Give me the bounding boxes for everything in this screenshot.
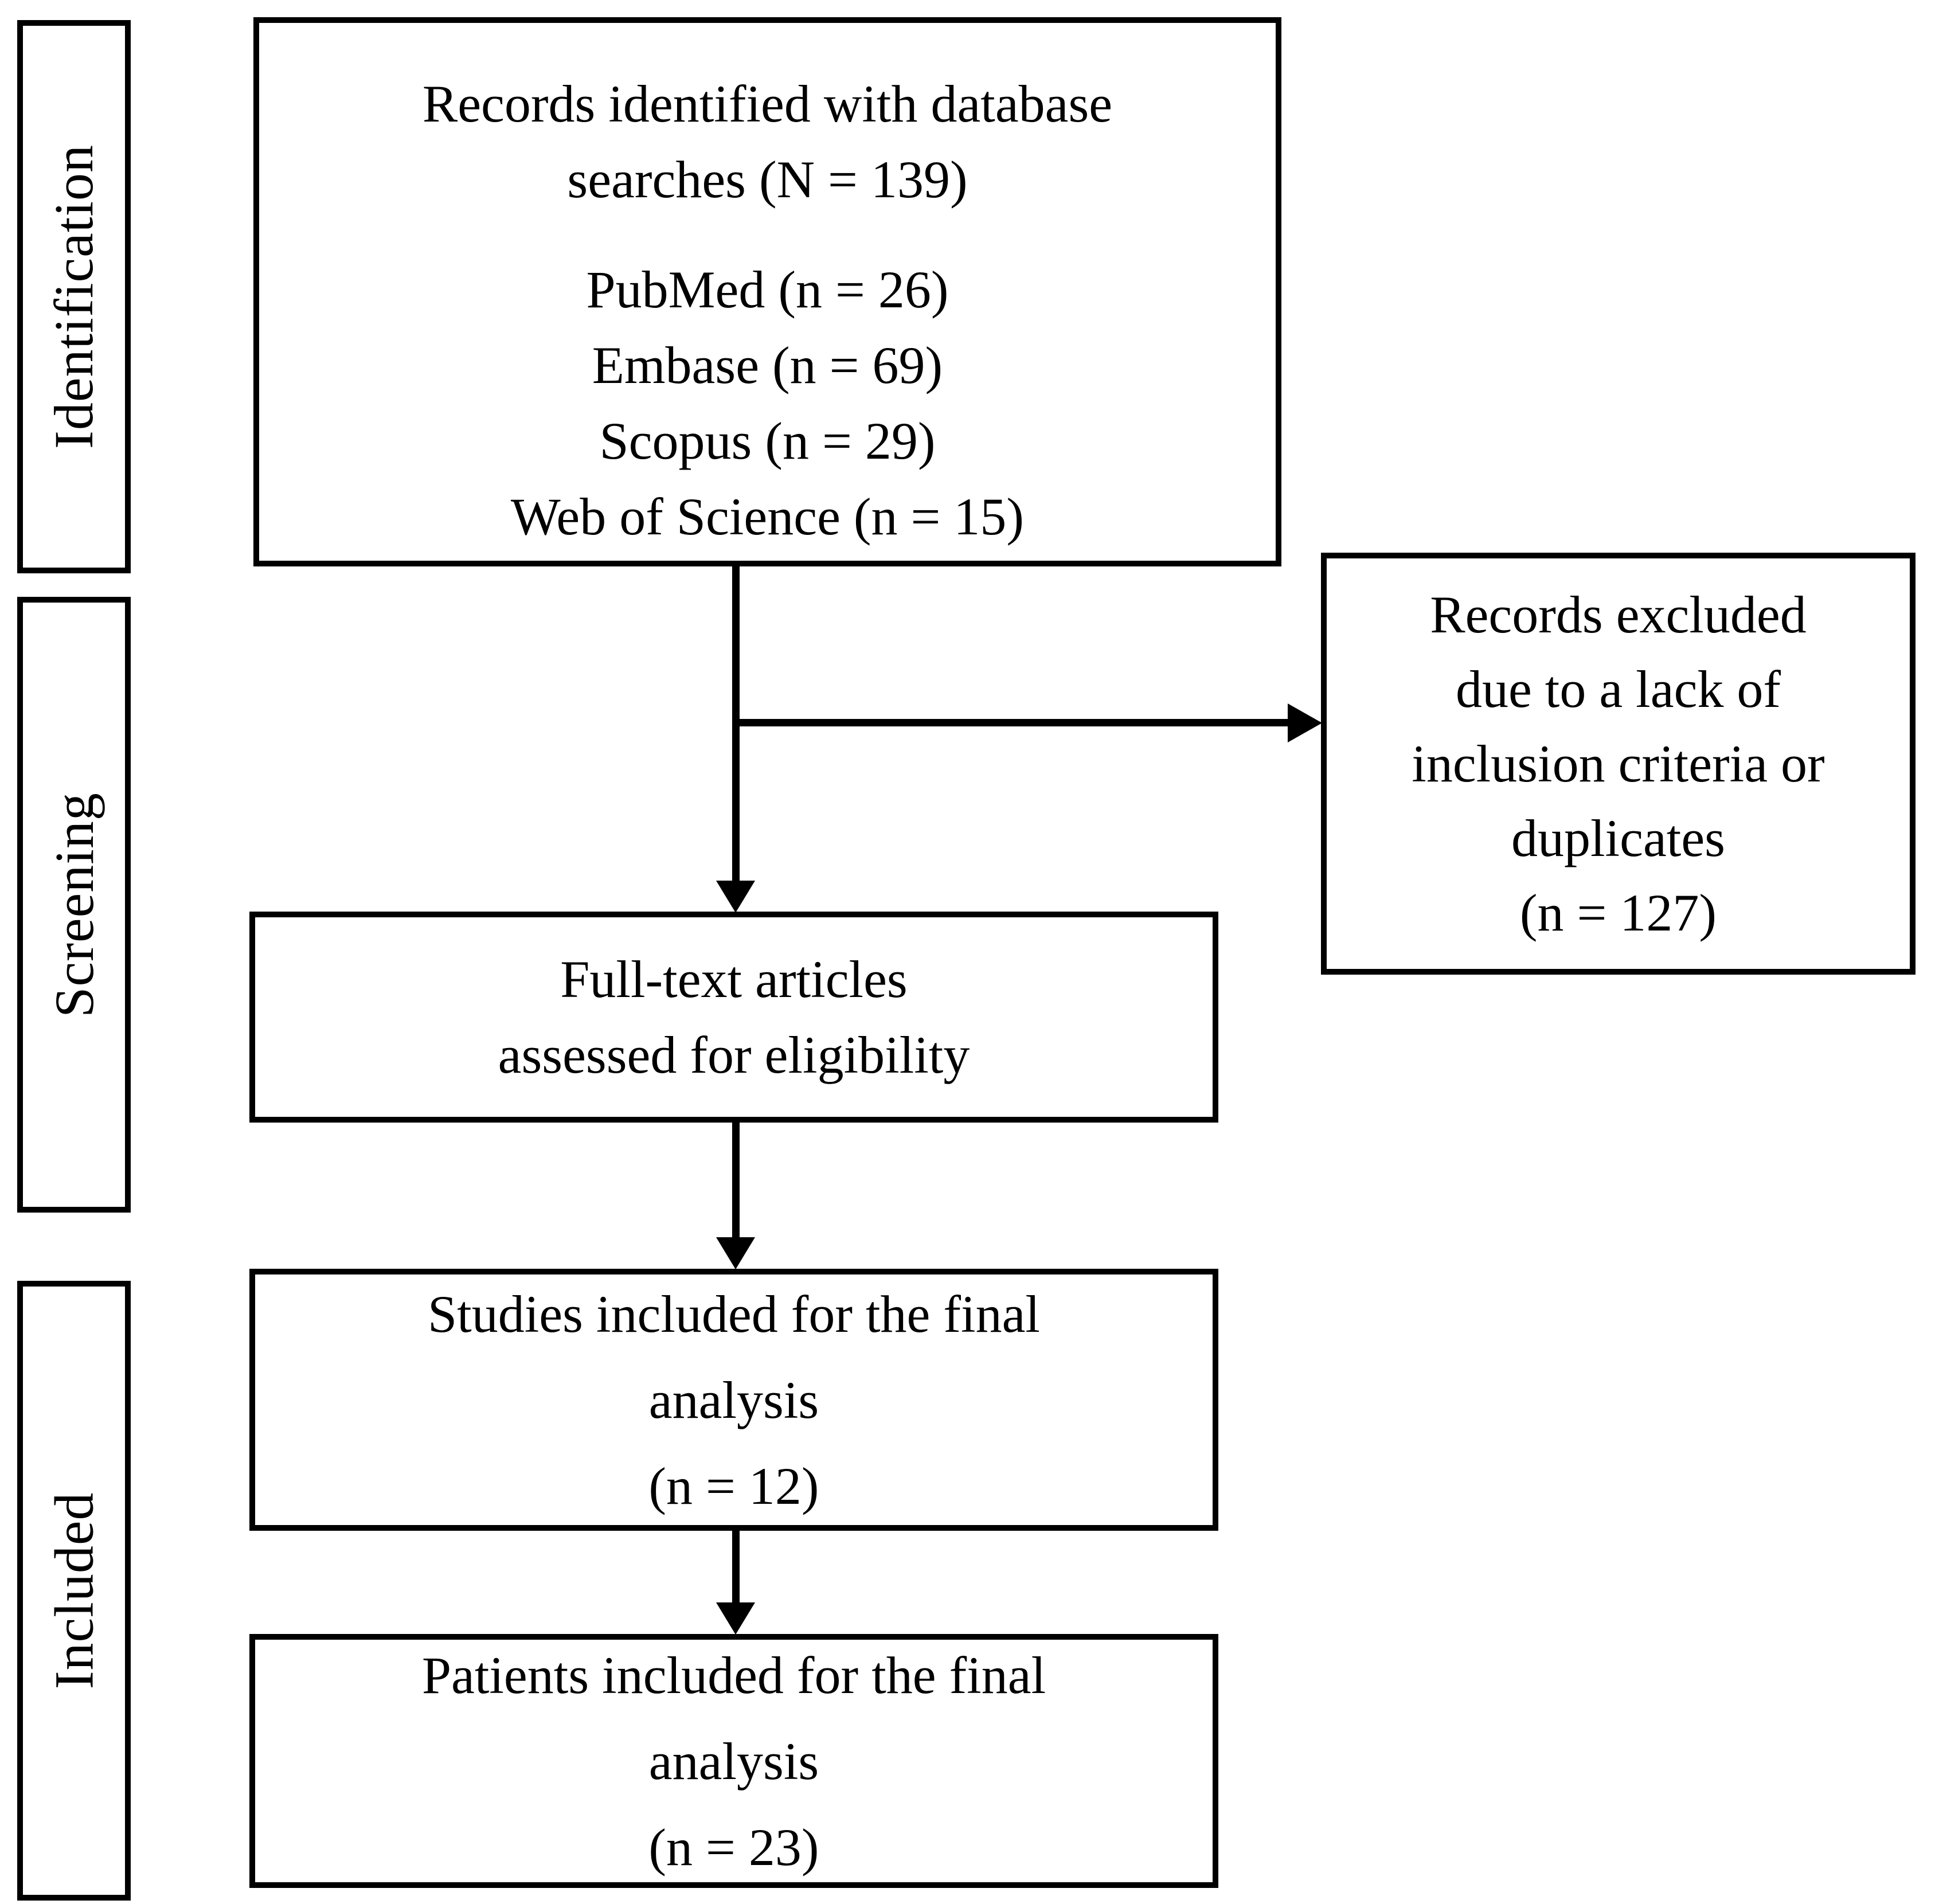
- source-pubmed: PubMed (n = 26): [586, 260, 949, 319]
- box-text-line: inclusion criteria or: [1412, 734, 1825, 793]
- arrow-fulltext-to-studies-stem: [732, 1123, 740, 1238]
- source-web-of-science: Web of Science (n = 15): [510, 487, 1025, 546]
- source-scopus: Scopus (n = 29): [599, 412, 936, 470]
- box-text-line: assessed for eligibility: [498, 1026, 970, 1084]
- stage-box-included: Included: [17, 1281, 131, 1901]
- box-text-line: Full-text articles: [560, 950, 908, 1008]
- box-records-excluded: Records excluded due to a lack of inclus…: [1321, 553, 1916, 975]
- studies-count: (n = 12): [648, 1456, 819, 1515]
- arrow-branch-to-excluded-stem: [732, 719, 1290, 726]
- arrow-studies-to-patients-stem: [732, 1531, 740, 1603]
- box-text-line: Studies included for the final: [428, 1284, 1040, 1343]
- stage-label-screening: Screening: [43, 792, 105, 1018]
- box-studies-included: Studies included for the final analysis …: [249, 1269, 1218, 1531]
- box-text-line: due to a lack of: [1455, 660, 1781, 718]
- box-text-line: analysis: [648, 1370, 819, 1429]
- records-identified-title: Records identified with database searche…: [259, 66, 1276, 217]
- box-records-identified: Records identified with database searche…: [253, 17, 1281, 566]
- box-text-line: Records excluded: [1430, 585, 1807, 644]
- box-text-line: searches (N = 139): [567, 150, 968, 209]
- stage-box-identification: Identification: [17, 20, 131, 573]
- box-fulltext-assessed: Full-text articles assessed for eligibil…: [249, 912, 1218, 1123]
- arrow-down-icon: [716, 1237, 755, 1269]
- stage-box-screening: Screening: [17, 597, 131, 1213]
- stage-label-included: Included: [43, 1492, 105, 1690]
- arrow-right-icon: [1288, 703, 1322, 742]
- excluded-count: (n = 127): [1519, 883, 1717, 942]
- records-identified-sources: PubMed (n = 26) Embase (n = 69) Scopus (…: [259, 252, 1276, 554]
- arrow-down-icon: [716, 881, 755, 913]
- source-embase: Embase (n = 69): [592, 336, 943, 394]
- box-text-line: Patients included for the final: [421, 1645, 1046, 1704]
- box-text-line: Records identified with database: [422, 75, 1113, 133]
- box-text-line: duplicates: [1511, 809, 1725, 867]
- stage-label-identification: Identification: [43, 144, 105, 449]
- box-patients-included: Patients included for the final analysis…: [249, 1634, 1218, 1888]
- box-text-line: analysis: [648, 1731, 819, 1790]
- patients-count: (n = 23): [648, 1817, 819, 1876]
- arrow-down-icon: [716, 1602, 755, 1635]
